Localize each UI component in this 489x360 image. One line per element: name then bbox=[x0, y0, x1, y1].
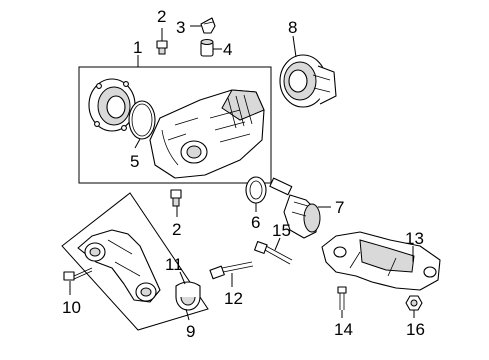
callout-10: 10 bbox=[62, 298, 81, 317]
leader-8 bbox=[292, 35, 297, 58]
callout-8: 8 bbox=[288, 18, 297, 37]
callout-2-lower: 2 bbox=[172, 220, 181, 239]
callout-13: 13 bbox=[405, 229, 424, 248]
bolt-15 bbox=[254, 240, 293, 265]
seal-ring bbox=[245, 176, 267, 204]
sleeve bbox=[200, 39, 214, 57]
callout-16: 16 bbox=[406, 320, 425, 339]
stub-shaft bbox=[269, 177, 321, 239]
leader-5 bbox=[134, 138, 141, 149]
leader-11 bbox=[179, 271, 186, 285]
o-ring bbox=[128, 100, 156, 140]
bushing bbox=[175, 281, 201, 311]
leader-15 bbox=[274, 237, 281, 251]
stud-14 bbox=[337, 286, 347, 310]
callout-3: 3 bbox=[176, 18, 185, 37]
leader-9 bbox=[185, 308, 190, 321]
mount-group-box bbox=[61, 192, 209, 331]
callout-5: 5 bbox=[130, 152, 139, 171]
output-flange bbox=[279, 54, 337, 108]
callout-15: 15 bbox=[272, 221, 291, 240]
assembly-group-box bbox=[78, 66, 272, 184]
callout-7: 7 bbox=[335, 198, 344, 217]
bolt-10 bbox=[63, 267, 93, 281]
callout-9: 9 bbox=[186, 322, 195, 341]
breather-cap bbox=[200, 17, 216, 34]
crossmember bbox=[321, 231, 441, 291]
mount-bracket bbox=[77, 229, 161, 303]
differential-housing bbox=[88, 78, 265, 179]
callout-11: 11 bbox=[165, 255, 183, 274]
callout-1: 1 bbox=[133, 38, 142, 57]
plug-top bbox=[156, 40, 168, 55]
long-bolt-12 bbox=[209, 261, 254, 280]
callout-4: 4 bbox=[223, 40, 232, 59]
nut-16 bbox=[405, 295, 423, 311]
callout-2-top: 2 bbox=[157, 7, 166, 26]
plug-lower bbox=[170, 189, 182, 207]
callout-14: 14 bbox=[334, 320, 353, 339]
callout-12: 12 bbox=[224, 289, 243, 308]
callout-6: 6 bbox=[251, 213, 260, 232]
